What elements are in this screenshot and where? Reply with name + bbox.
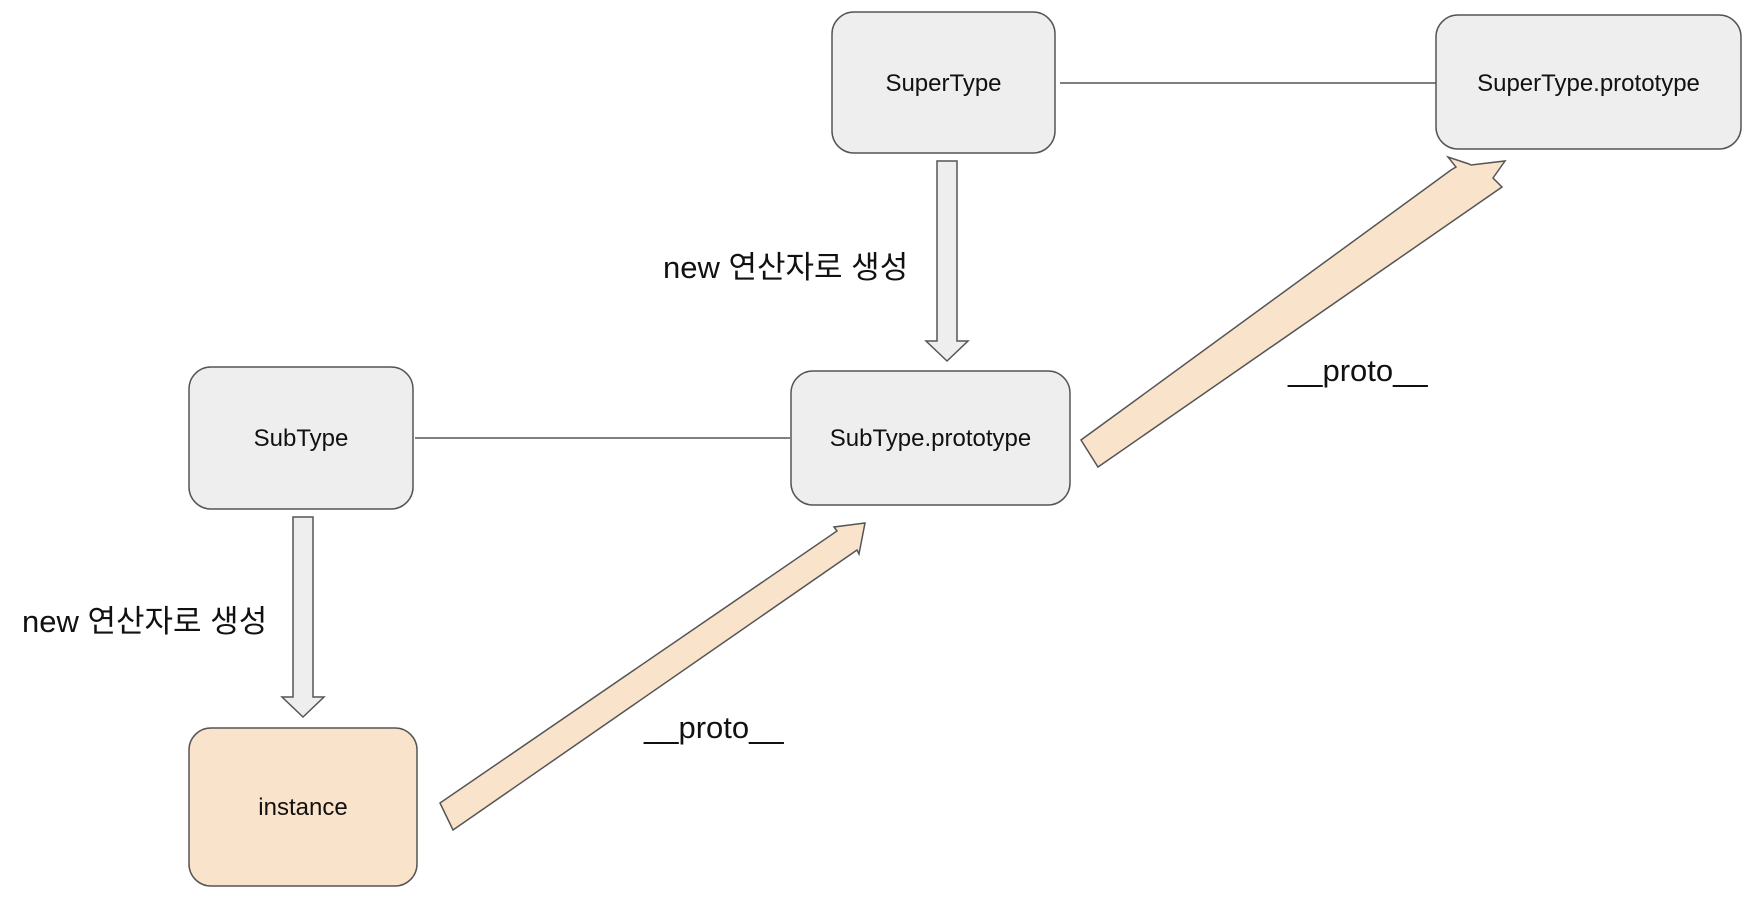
new-operator-label-subtype: new 연산자로 생성 bbox=[22, 604, 267, 639]
node-subtype-prototype-label: SubType.prototype bbox=[830, 425, 1031, 452]
node-instance: instance bbox=[188, 727, 418, 887]
node-subtype-prototype: SubType.prototype bbox=[790, 370, 1071, 506]
proto-arrow-instance bbox=[439, 522, 866, 832]
proto-arrow-subtype-prototype bbox=[1079, 155, 1507, 469]
node-supertype: SuperType bbox=[831, 11, 1056, 154]
new-operator-label-supertype: new 연산자로 생성 bbox=[663, 250, 908, 285]
node-supertype-prototype-label: SuperType.prototype bbox=[1477, 70, 1700, 97]
node-subtype: SubType bbox=[188, 366, 414, 510]
new-arrow-supertype bbox=[924, 160, 970, 363]
new-arrow-subtype bbox=[280, 516, 326, 719]
proto-label-subtype-prototype: __proto__ bbox=[1287, 353, 1428, 388]
node-instance-label: instance bbox=[258, 794, 347, 821]
node-supertype-prototype: SuperType.prototype bbox=[1435, 14, 1742, 150]
proto-label-instance: __proto__ bbox=[643, 710, 784, 745]
node-subtype-label: SubType bbox=[254, 425, 349, 452]
node-supertype-label: SuperType bbox=[885, 70, 1001, 97]
